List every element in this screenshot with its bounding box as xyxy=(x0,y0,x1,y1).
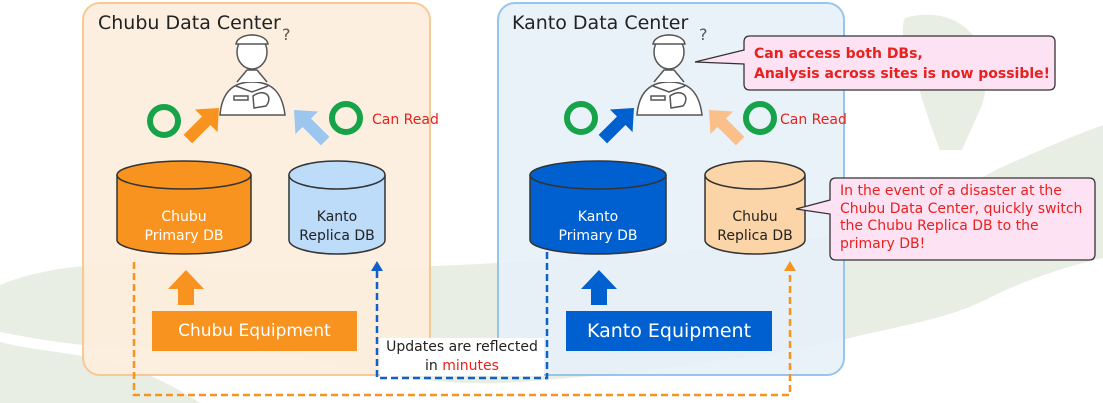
chubu-primary-db-cylinder xyxy=(116,160,252,255)
chubu-can-read-label: Can Read xyxy=(372,112,439,128)
orange-arrowhead xyxy=(784,261,796,271)
svg-text:?: ? xyxy=(699,25,708,44)
db-label-line1: Kanto xyxy=(316,209,358,225)
chubu-replica-db-cylinder xyxy=(704,160,806,255)
svg-text:?: ? xyxy=(282,25,291,44)
green-circle-ok-icon xyxy=(329,101,363,135)
kanto-primary-db-cylinder xyxy=(529,160,667,255)
replication-note-minutes: minutes xyxy=(442,358,499,374)
access-callout-line1: Can access both DBs, xyxy=(754,46,923,62)
chubu-replica-db-label: Chubu Replica DB xyxy=(705,208,805,246)
person-thinking-icon-kanto: ? xyxy=(636,25,708,116)
db-label-line1: Kanto xyxy=(577,209,619,225)
orange-up-arrow xyxy=(168,270,204,305)
chubu-primary-db-label: Chubu Primary DB xyxy=(117,208,251,246)
blue-up-right-arrow xyxy=(598,108,634,144)
db-label-line1: Chubu xyxy=(161,209,207,225)
access-callout-text: Can access both DBs, Analysis across sit… xyxy=(754,44,1050,84)
disaster-callout-line4: primary DB! xyxy=(840,235,926,252)
kanto-equipment-box: Kanto Equipment xyxy=(566,311,772,351)
green-circle-ok-icon xyxy=(564,101,598,135)
disaster-callout-text: In the event of a disaster at the Chubu … xyxy=(840,183,1082,253)
kanto-primary-db-label: Kanto Primary DB xyxy=(530,208,666,246)
replication-note-line2: in minutes xyxy=(380,357,544,376)
disaster-callout-bubble xyxy=(795,177,1096,261)
blue-arrowhead xyxy=(371,261,383,271)
db-label-line2: Replica DB xyxy=(717,228,793,244)
kanto-data-center-title: Kanto Data Center xyxy=(512,12,689,34)
kanto-replica-db-label: Kanto Replica DB xyxy=(289,208,385,246)
db-label-line1: Chubu xyxy=(732,209,778,225)
kanto-can-read-label: Can Read xyxy=(780,112,847,128)
green-circle-ok-icon xyxy=(743,101,777,135)
orange-up-left-arrow xyxy=(709,110,745,146)
chubu-equipment-box: Chubu Equipment xyxy=(152,311,357,351)
access-callout-bubble xyxy=(694,35,1056,91)
replication-note: Updates are reflected in minutes xyxy=(380,338,544,376)
replication-line-kanto-to-chubu xyxy=(375,252,549,380)
replication-line-chubu-to-kanto xyxy=(132,262,792,397)
blue-up-arrow xyxy=(581,270,617,305)
orange-up-right-arrow xyxy=(183,108,219,144)
replication-note-line1: Updates are reflected xyxy=(386,339,538,355)
db-label-line2: Primary DB xyxy=(558,228,638,244)
disaster-callout-line2: Chubu Data Center, quickly switch xyxy=(840,200,1083,217)
disaster-callout-line3: the Chubu Replica DB to the xyxy=(840,218,1039,234)
access-callout-line2: Analysis across sites is now possible! xyxy=(754,66,1051,82)
disaster-callout-line1: In the event of a disaster at the xyxy=(840,183,1062,199)
replication-note-in: in xyxy=(425,358,438,374)
db-label-line2: Replica DB xyxy=(299,228,375,244)
person-thinking-icon-chubu: ? xyxy=(219,25,291,116)
chubu-data-center-title: Chubu Data Center xyxy=(98,12,281,34)
green-circle-ok-icon xyxy=(147,104,181,138)
light-blue-up-left-arrow xyxy=(294,110,330,146)
kanto-replica-db-cylinder xyxy=(288,160,386,255)
db-label-line2: Primary DB xyxy=(144,228,224,244)
